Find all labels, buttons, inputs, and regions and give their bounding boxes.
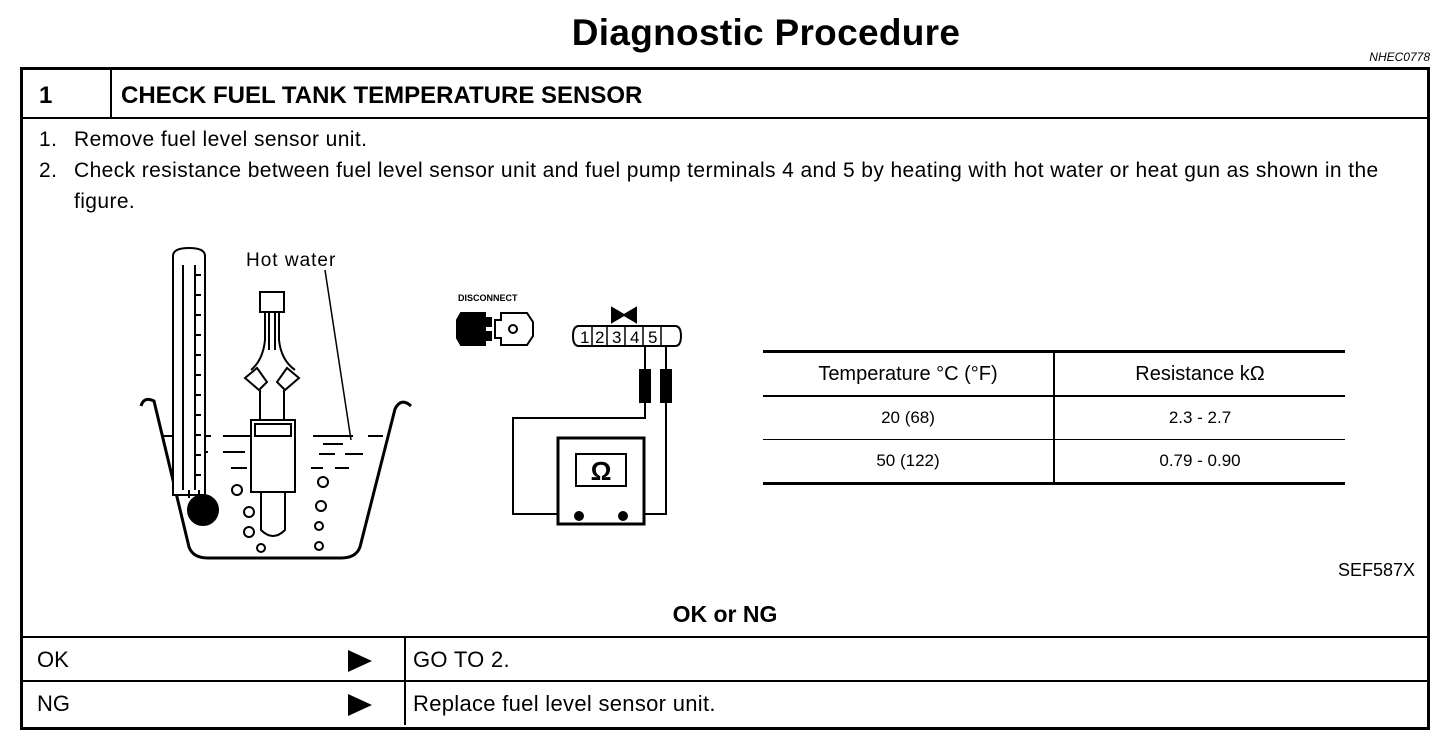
disconnect-connector-icon [456,312,534,346]
ohm-symbol: Ω [591,456,612,486]
figure-id: SEF587X [1337,560,1415,580]
disconnect-label: DISCONNECT [458,293,518,303]
reference-code: NHEC0778 [1369,50,1430,64]
instruction-1-text: Remove fuel level sensor unit. [74,128,368,151]
step-number: 1 [39,82,53,109]
arrow-right-icon [348,650,372,672]
procedure-frame: 1 CHECK FUEL TANK TEMPERATURE SENSOR 1. … [20,67,1430,730]
temperature-column-header: Temperature °C (°F) [763,350,1055,397]
ok-or-ng-label: OK or NG [672,601,778,627]
thermometer-icon [172,246,219,526]
resistance-column-header: Resistance kΩ [1054,350,1345,397]
terminal-4: 4 [630,328,639,347]
terminal-5: 5 [648,328,657,347]
test-setup-figure: Hot water DISCONNECT 1 2 3 4 5 Ω [139,246,683,560]
instruction-2-number: 2. [39,159,58,182]
result-action-ok: GO TO 2. [413,647,510,672]
spec-table-header-row: Temperature °C (°F) Resistance kΩ [763,350,1345,397]
hot-water-label: Hot water [246,250,336,271]
resistance-spec-table: Temperature °C (°F) Resistance kΩ 20 (68… [763,350,1345,485]
resistance-cell: 2.3 - 2.7 [1054,396,1345,440]
terminal-3: 3 [612,328,621,347]
result-key-ng: NG [37,691,70,716]
result-divider [404,682,406,725]
ohmmeter-icon [556,436,646,526]
instruction-1-number: 1. [39,128,58,151]
page-title: Diagnostic Procedure [571,12,961,53]
result-key-ok: OK [37,647,69,672]
arrow-right-icon [348,694,372,716]
resistance-cell: 0.79 - 0.90 [1054,439,1345,485]
temperature-cell: 50 (122) [763,439,1055,485]
instruction-2-text: Check resistance between fuel level sens… [74,159,1379,213]
temperature-cell: 20 (68) [763,396,1055,440]
terminal-2: 2 [595,328,604,347]
result-row-ok: OK GO TO 2. [23,636,1427,681]
result-action-ng: Replace fuel level sensor unit. [413,691,716,716]
result-divider [404,638,406,681]
step-header-row: 1 CHECK FUEL TANK TEMPERATURE SENSOR [23,70,1427,119]
result-row-ng: NG Replace fuel level sensor unit. [23,680,1427,725]
step-divider [110,70,112,117]
terminal-1: 1 [580,328,589,347]
fuel-level-sensor-unit [243,291,301,537]
step-title: CHECK FUEL TANK TEMPERATURE SENSOR [121,82,643,109]
connector-terminals [571,306,683,347]
table-row: 20 (68) 2.3 - 2.7 [763,396,1345,440]
table-row: 50 (122) 0.79 - 0.90 [763,439,1345,485]
